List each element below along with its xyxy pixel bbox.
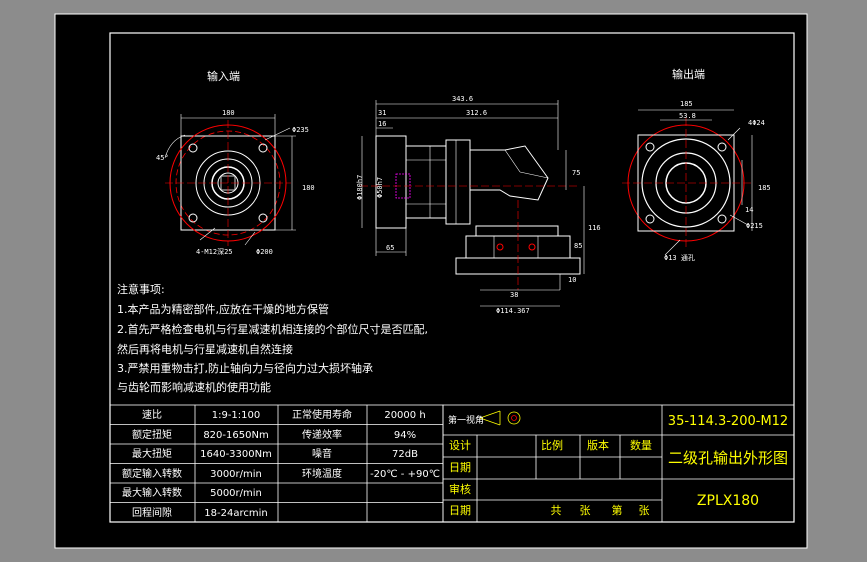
front-dim-180-vertical: 180 bbox=[302, 184, 315, 192]
outer-frame bbox=[54, 13, 808, 549]
front-dim-45: 45° bbox=[156, 154, 169, 162]
side-dim-31: 31 bbox=[378, 109, 386, 117]
spec-value: 820-1650Nm bbox=[203, 430, 268, 441]
back-dim-holes: 4Φ24 bbox=[748, 119, 765, 127]
spec-label: 噪音 bbox=[312, 447, 332, 460]
output-end-label: 输出端 bbox=[672, 67, 705, 81]
spec-value: 5000r/min bbox=[210, 488, 262, 499]
date-label-1: 日期 bbox=[449, 461, 471, 474]
side-dim-38: 38 bbox=[510, 291, 518, 299]
side-dim-50h7: Φ50h7 bbox=[376, 177, 384, 198]
spec-value: 18-24arcmin bbox=[204, 508, 267, 519]
front-dim-200: Φ200 bbox=[256, 248, 273, 256]
input-end-label: 输入端 bbox=[207, 69, 240, 83]
note-line: 3.严禁用重物击打,防止轴向力与径向力过大损坏轴承 bbox=[117, 361, 373, 375]
spec-table-text: 速比 1:9-1:100 正常使用寿命 20000 h 额定扭矩 820-165… bbox=[122, 408, 440, 519]
date-label-2: 日期 bbox=[449, 504, 471, 517]
sheet-unit-2: 张 bbox=[639, 504, 650, 517]
side-dim-114: Φ114.367 bbox=[496, 307, 530, 315]
back-view bbox=[622, 109, 753, 256]
notes-block: 注意事项: 1.本产品为精密部件,应放在干燥的地方保管 2.首先严格检查电机与行… bbox=[117, 282, 428, 394]
side-dim-16: 16 bbox=[378, 120, 386, 128]
spec-value: 94% bbox=[394, 430, 416, 441]
back-dim-185v: 185 bbox=[758, 184, 771, 192]
spec-label: 速比 bbox=[142, 409, 162, 421]
side-dim-3436: 343.6 bbox=[452, 95, 473, 103]
spec-label: 额定扭矩 bbox=[132, 428, 172, 441]
back-dim-14: 14 bbox=[745, 206, 753, 214]
note-line: 1.本产品为精密部件,应放在干燥的地方保管 bbox=[117, 302, 329, 316]
page-label: 第 bbox=[612, 503, 623, 517]
side-dim-75: 75 bbox=[572, 169, 580, 177]
spec-label: 传递效率 bbox=[302, 428, 342, 441]
notes-title: 注意事项: bbox=[117, 282, 165, 296]
model-number: ZPLX180 bbox=[697, 493, 759, 509]
note-line: 与齿轮而影响减速机的使用功能 bbox=[117, 380, 271, 394]
spec-value: 1640-3300Nm bbox=[200, 449, 272, 460]
side-dim-116: 116 bbox=[588, 224, 601, 232]
back-dim-215: Φ215 bbox=[746, 222, 763, 230]
side-dim-65: 65 bbox=[386, 244, 394, 252]
spec-label: 额定输入转数 bbox=[122, 467, 182, 480]
spec-value: -20℃ - +90℃ bbox=[370, 469, 440, 480]
side-view bbox=[360, 100, 585, 307]
note-line: 然后再将电机与行星减速机自然连接 bbox=[117, 342, 293, 356]
projection-label: 第一视角 bbox=[448, 414, 484, 426]
spec-value: 20000 h bbox=[384, 410, 425, 421]
back-dim-bore: Φ13 通孔 bbox=[664, 253, 695, 262]
side-dim-85: 85 bbox=[574, 242, 582, 250]
drawing-title: 二级孔输出外形图 bbox=[668, 449, 788, 467]
design-label: 设计 bbox=[449, 439, 471, 452]
side-dim-3126: 312.6 bbox=[466, 109, 487, 117]
spec-value: 1:9-1:100 bbox=[212, 410, 261, 421]
scale-label: 比例 bbox=[541, 438, 563, 452]
sheet-unit-1: 张 bbox=[580, 504, 591, 517]
spec-value: 72dB bbox=[392, 449, 418, 460]
front-view bbox=[164, 114, 296, 246]
spec-label: 最大输入转数 bbox=[122, 486, 182, 499]
title-block bbox=[442, 404, 795, 523]
back-dim-185: 185 bbox=[680, 100, 693, 108]
front-dim-180: 180 bbox=[222, 109, 235, 117]
front-dim-235: Φ235 bbox=[292, 126, 309, 134]
version-label: 版本 bbox=[587, 438, 609, 452]
quantity-label: 数量 bbox=[630, 439, 652, 452]
back-dim-538: 53.8 bbox=[679, 112, 696, 120]
review-label: 审核 bbox=[449, 482, 471, 496]
total-label: 共 bbox=[551, 504, 562, 517]
side-dim-10: 10 bbox=[568, 276, 576, 284]
spec-label: 正常使用寿命 bbox=[292, 408, 352, 421]
spec-value: 3000r/min bbox=[210, 469, 262, 480]
spec-label: 环境温度 bbox=[302, 467, 342, 480]
spec-label: 最大扭矩 bbox=[132, 447, 172, 460]
note-line: 2.首先严格检查电机与行星减速机相连接的个部位尺寸是否匹配, bbox=[117, 322, 428, 336]
side-dim-180h7: Φ180h7 bbox=[356, 175, 364, 200]
front-dim-holes: 4-M12深25 bbox=[196, 247, 233, 256]
drawing-background bbox=[55, 14, 807, 548]
title-block-text: 第一视角 35-114.3-200-M12 设计 日期 审核 日期 比例 版本 … bbox=[448, 414, 788, 517]
drawing-number: 35-114.3-200-M12 bbox=[668, 414, 788, 429]
spec-label: 回程间隙 bbox=[132, 506, 172, 519]
